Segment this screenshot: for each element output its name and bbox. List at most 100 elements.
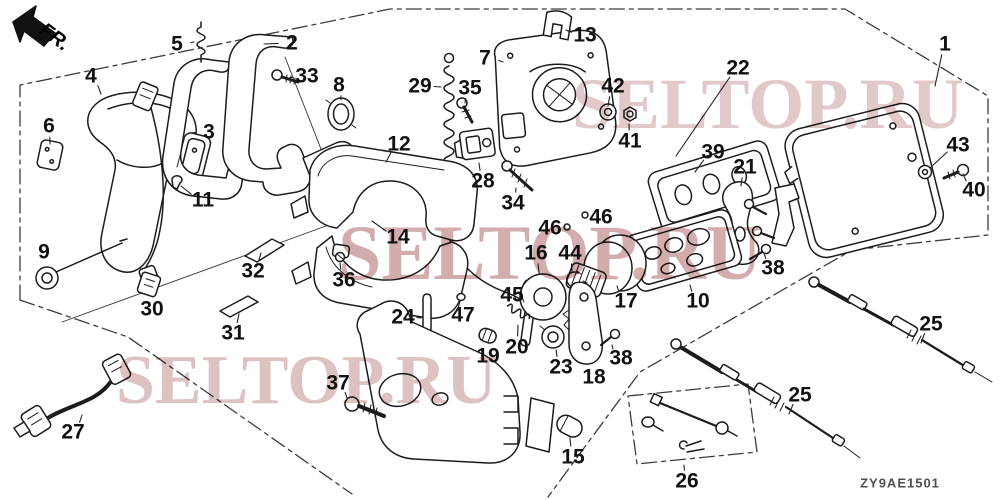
leader-line <box>569 437 572 447</box>
leader-line <box>180 185 192 195</box>
leader-line <box>263 42 279 45</box>
leader-line <box>385 152 392 163</box>
part-cable-upper <box>808 276 993 383</box>
part-wire-harness <box>13 353 132 438</box>
leader-line <box>616 285 620 293</box>
callout-20: 20 <box>505 335 529 359</box>
callout-41: 41 <box>618 129 642 153</box>
callout-25: 25 <box>919 312 943 336</box>
assembly-frame <box>19 8 989 498</box>
diagram-code: ZY9AE1501 <box>860 475 940 491</box>
part-lever-bracket <box>161 58 244 200</box>
callout-46: 46 <box>538 216 562 240</box>
callout-46: 46 <box>589 205 613 229</box>
part-pad <box>36 139 64 171</box>
part-switch-block <box>453 127 496 161</box>
part-collar-23 <box>539 325 565 349</box>
part-screw-36 <box>334 251 346 263</box>
leader-line <box>498 59 504 63</box>
callout-2: 2 <box>286 31 298 55</box>
part-clip-11 <box>171 175 183 190</box>
leader-line <box>288 76 294 79</box>
callout-11: 11 <box>191 188 215 212</box>
callout-27: 27 <box>61 420 85 444</box>
callout-6: 6 <box>43 114 55 138</box>
callout-35: 35 <box>458 76 482 100</box>
leader-line <box>565 29 573 33</box>
leader-line <box>464 97 467 104</box>
part-clip-13 <box>542 10 573 41</box>
callout-44: 44 <box>558 241 582 265</box>
leader-line <box>478 162 481 171</box>
front-direction-arrow-icon <box>12 5 56 47</box>
leader-line <box>920 333 926 344</box>
callout-19: 19 <box>476 344 500 368</box>
callout-5: 5 <box>171 32 183 56</box>
callout-38: 38 <box>761 256 785 280</box>
part-spring-45 <box>506 303 531 320</box>
callout-40: 40 <box>962 178 986 202</box>
leader-line <box>934 54 943 87</box>
callout-12: 12 <box>387 132 411 156</box>
callout-24: 24 <box>391 305 415 329</box>
callout-3: 3 <box>203 120 215 144</box>
leader-line <box>433 85 442 88</box>
leader-line <box>929 151 948 169</box>
part-bolt-40 <box>942 163 970 180</box>
part-cable-lower <box>670 338 861 459</box>
part-bushing-15 <box>556 414 583 438</box>
callout-47: 47 <box>451 303 475 327</box>
part-arm-18 <box>562 281 604 365</box>
callout-39: 39 <box>701 140 725 164</box>
callout-30: 30 <box>140 297 164 321</box>
part-connector-30 <box>136 271 162 298</box>
part-strip-31 <box>219 295 259 318</box>
leader-line <box>689 284 693 292</box>
leader-line <box>788 403 794 415</box>
callout-43: 43 <box>946 133 970 157</box>
part-mount-plate <box>493 29 617 167</box>
callout-29: 29 <box>408 74 432 98</box>
leader-line <box>763 252 767 260</box>
leader-line <box>962 173 967 182</box>
part-stay-bracket <box>743 183 800 247</box>
part-strip-32 <box>244 238 285 263</box>
callout-4: 4 <box>85 64 97 88</box>
leader-lines <box>49 29 967 471</box>
callout-33: 33 <box>295 64 319 88</box>
leader-line <box>190 41 195 44</box>
leader-line <box>607 96 611 107</box>
leader-line <box>371 220 387 232</box>
leader-line <box>555 349 558 357</box>
leader-line <box>537 263 540 274</box>
part-bottom-cover <box>356 300 555 464</box>
callout-8: 8 <box>333 73 345 97</box>
leader-line <box>97 85 102 95</box>
part-perforated-plate-10 <box>625 209 743 292</box>
callout-45: 45 <box>500 283 524 307</box>
callout-26: 26 <box>675 469 699 493</box>
part-nut-41 <box>623 106 637 122</box>
part-bolt-34 <box>501 160 534 192</box>
leader-line <box>344 391 348 399</box>
callout-22: 22 <box>726 56 750 80</box>
part-washer-43 <box>917 164 933 180</box>
leader-line <box>339 262 342 270</box>
part-sector-disc-16 <box>519 273 567 321</box>
callout-15: 15 <box>561 445 585 469</box>
leader-line <box>236 313 240 324</box>
part-bolt-38-right <box>748 243 772 261</box>
part-bolt-38-left <box>599 328 621 347</box>
callout-23: 23 <box>549 355 573 379</box>
part-bolt-33 <box>271 69 300 85</box>
part-grommet-pin <box>35 238 128 290</box>
part-spring-small <box>196 21 206 63</box>
part-roller-19 <box>478 327 497 344</box>
part-kit-box <box>627 383 758 465</box>
part-bracket-plate-22 <box>647 140 781 233</box>
leader-line <box>740 177 743 187</box>
part-bolt-37 <box>344 396 386 418</box>
leader-line <box>611 344 614 350</box>
